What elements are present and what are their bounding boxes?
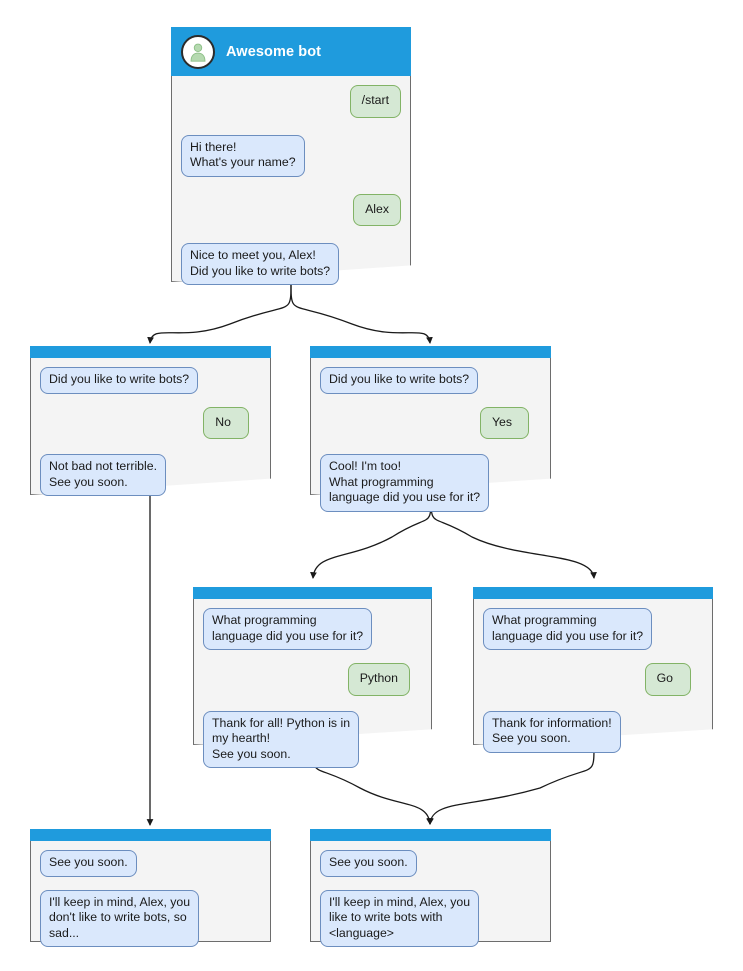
card-end-no[interactable]: See you soon. I'll keep in mind, Alex, y… bbox=[30, 829, 271, 947]
chat-row: /start bbox=[181, 85, 401, 118]
user-message-bubble[interactable]: /start bbox=[349, 85, 401, 118]
bot-message-bubble[interactable]: Nice to meet you, Alex! Did you like to … bbox=[181, 243, 340, 285]
user-message-bubble[interactable]: Yes bbox=[479, 406, 529, 439]
card-end-yes-body: See you soon. I'll keep in mind, Alex, y… bbox=[310, 841, 551, 957]
bot-message-bubble[interactable]: Not bad not terrible. See you soon. bbox=[40, 454, 167, 496]
card-yes-branch-titlebar bbox=[310, 346, 551, 358]
person-avatar-icon bbox=[181, 34, 215, 69]
chat-row: Did you like to write bots? bbox=[320, 367, 541, 394]
card-go-branch-titlebar bbox=[473, 587, 713, 599]
chat-row: Go bbox=[483, 663, 703, 696]
card-yes-branch-body: Did you like to write bots? Yes Cool! I'… bbox=[310, 358, 551, 522]
chat-row: No bbox=[40, 406, 261, 439]
card-no-branch-titlebar bbox=[30, 346, 271, 358]
card-root-titlebar: Awesome bot bbox=[171, 27, 411, 76]
card-yes-branch[interactable]: Did you like to write bots? Yes Cool! I'… bbox=[310, 346, 551, 512]
chat-row: Python bbox=[203, 663, 422, 696]
user-message-bubble[interactable]: No bbox=[203, 406, 249, 439]
card-no-branch-body: Did you like to write bots? No Not bad n… bbox=[30, 358, 271, 506]
card-python-branch-body: What programming language did you use fo… bbox=[193, 599, 432, 778]
bot-message-bubble[interactable]: Did you like to write bots? bbox=[320, 367, 479, 394]
chat-row: Did you like to write bots? bbox=[40, 367, 261, 394]
bot-message-bubble[interactable]: I'll keep in mind, Alex, you don't like … bbox=[40, 889, 200, 947]
card-end-yes-titlebar bbox=[310, 829, 551, 841]
bot-message-bubble[interactable]: What programming language did you use fo… bbox=[203, 608, 373, 650]
card-root[interactable]: Awesome bot /start Hi there! What's your… bbox=[171, 27, 411, 285]
user-message-bubble[interactable]: Python bbox=[347, 663, 410, 696]
bot-message-bubble[interactable]: I'll keep in mind, Alex, you like to wri… bbox=[320, 889, 480, 947]
chat-thread-go: What programming language did you use fo… bbox=[483, 608, 703, 753]
card-no-branch[interactable]: Did you like to write bots? No Not bad n… bbox=[30, 346, 271, 496]
chat-row: What programming language did you use fo… bbox=[203, 608, 422, 650]
chat-thread-python: What programming language did you use fo… bbox=[203, 608, 422, 768]
chat-row: Alex bbox=[181, 193, 401, 226]
chat-row: See you soon. bbox=[40, 850, 261, 877]
card-end-no-body: See you soon. I'll keep in mind, Alex, y… bbox=[30, 841, 271, 957]
chat-row: Hi there! What's your name? bbox=[181, 134, 401, 177]
bot-message-bubble[interactable]: Did you like to write bots? bbox=[40, 367, 199, 394]
bot-message-bubble[interactable]: Hi there! What's your name? bbox=[181, 134, 305, 177]
bot-message-bubble[interactable]: See you soon. bbox=[40, 850, 137, 877]
bot-title: Awesome bot bbox=[226, 43, 322, 60]
chat-row: I'll keep in mind, Alex, you don't like … bbox=[40, 889, 261, 947]
chat-thread-no: Did you like to write bots? No Not bad n… bbox=[40, 367, 261, 496]
chat-row: Nice to meet you, Alex! Did you like to … bbox=[181, 243, 401, 285]
card-end-no-titlebar bbox=[30, 829, 271, 841]
card-root-body: /start Hi there! What's your name? Alex … bbox=[171, 76, 411, 295]
chat-thread-root: /start Hi there! What's your name? Alex … bbox=[181, 85, 401, 285]
user-message-bubble[interactable]: Go bbox=[644, 663, 691, 696]
bot-message-bubble[interactable]: Cool! I'm too! What programming language… bbox=[320, 454, 490, 512]
chat-row: Yes bbox=[320, 406, 541, 439]
chat-row: Thank for all! Python is in my hearth! S… bbox=[203, 710, 422, 768]
chat-row: Cool! I'm too! What programming language… bbox=[320, 454, 541, 512]
card-go-branch-body: What programming language did you use fo… bbox=[473, 599, 713, 763]
bot-message-bubble[interactable]: Thank for all! Python is in my hearth! S… bbox=[203, 710, 360, 768]
card-python-branch[interactable]: What programming language did you use fo… bbox=[193, 587, 432, 768]
bot-message-bubble[interactable]: Thank for information! See you soon. bbox=[483, 710, 621, 753]
card-go-branch[interactable]: What programming language did you use fo… bbox=[473, 587, 713, 753]
chat-thread-yes: Did you like to write bots? Yes Cool! I'… bbox=[320, 367, 541, 512]
chat-row: Thank for information! See you soon. bbox=[483, 710, 703, 753]
chat-row: Not bad not terrible. See you soon. bbox=[40, 454, 261, 496]
bot-message-bubble[interactable]: See you soon. bbox=[320, 850, 417, 877]
chat-thread-end-no: See you soon. I'll keep in mind, Alex, y… bbox=[40, 850, 261, 947]
chat-row: I'll keep in mind, Alex, you like to wri… bbox=[320, 889, 541, 947]
bot-message-bubble[interactable]: What programming language did you use fo… bbox=[483, 608, 653, 650]
card-end-yes[interactable]: See you soon. I'll keep in mind, Alex, y… bbox=[310, 829, 551, 947]
card-python-branch-titlebar bbox=[193, 587, 432, 599]
user-message-bubble[interactable]: Alex bbox=[353, 193, 401, 226]
chat-row: See you soon. bbox=[320, 850, 541, 877]
chat-row: What programming language did you use fo… bbox=[483, 608, 703, 650]
chat-thread-end-yes: See you soon. I'll keep in mind, Alex, y… bbox=[320, 850, 541, 947]
